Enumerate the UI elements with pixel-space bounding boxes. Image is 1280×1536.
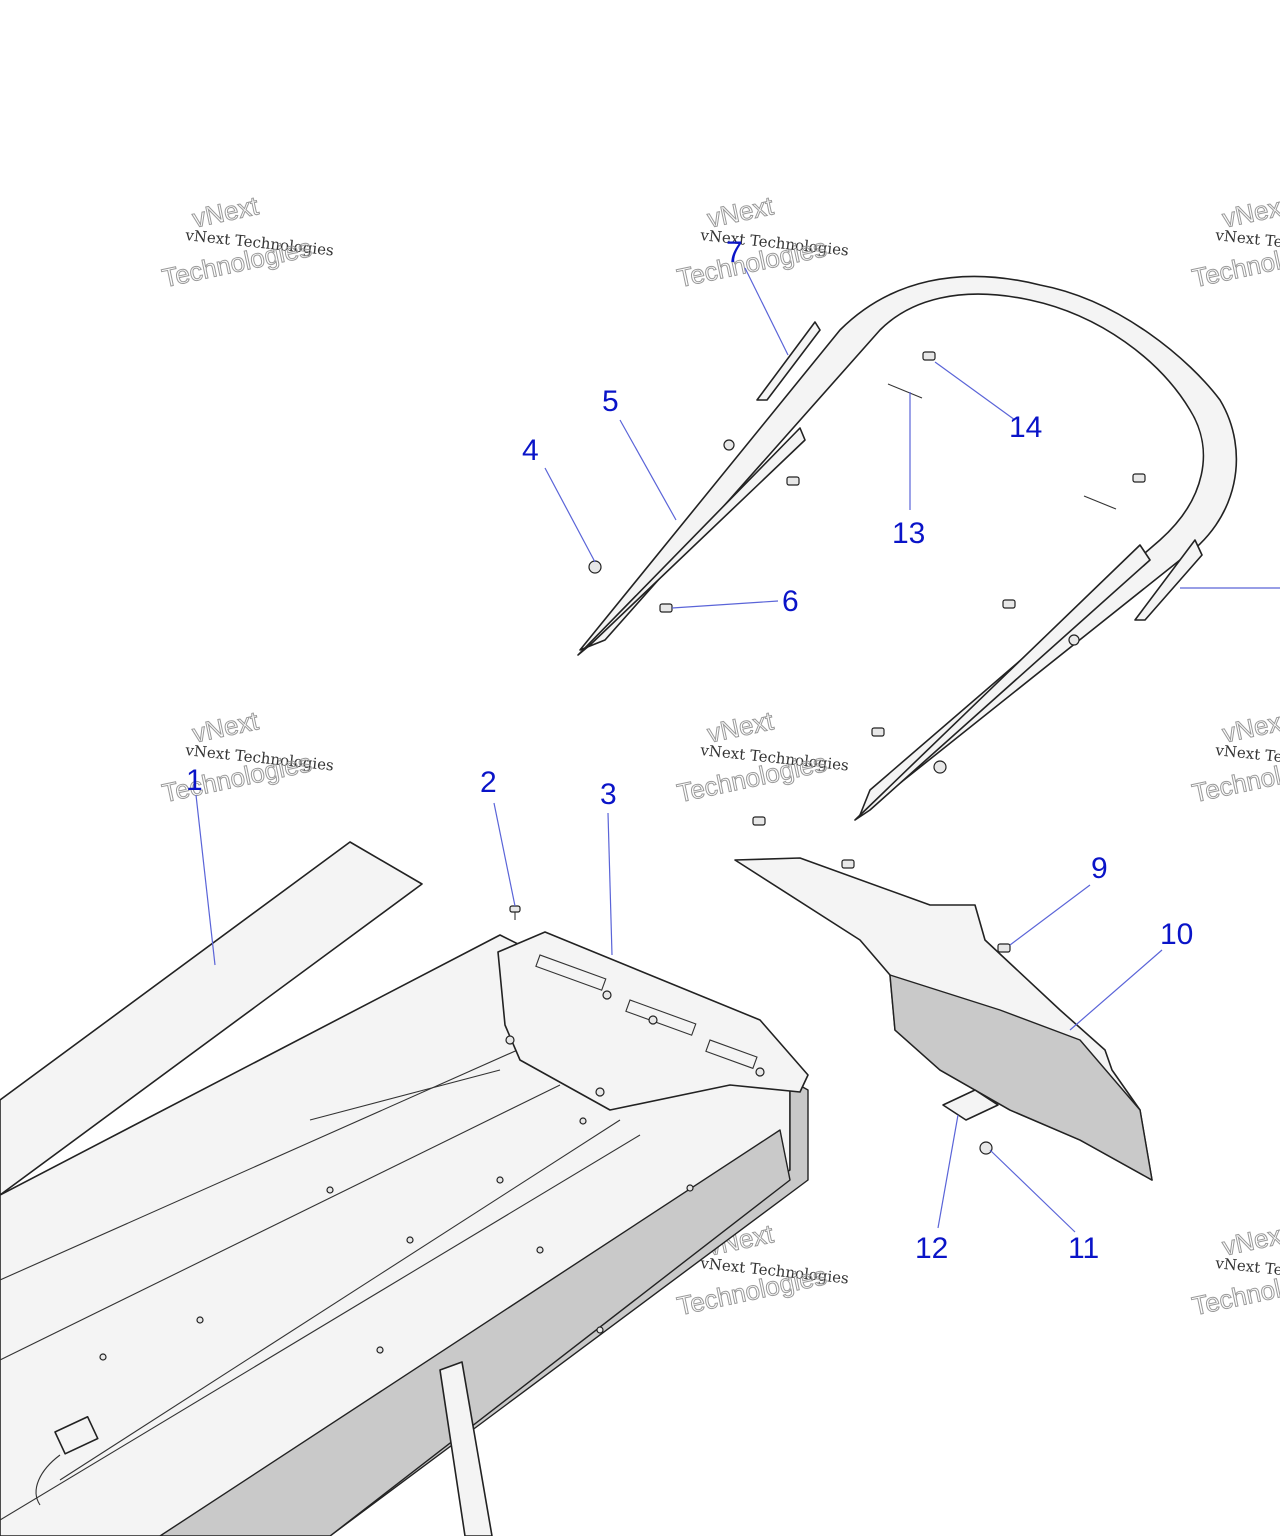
part-2-bolt — [509, 905, 521, 920]
callout-4: 4 — [522, 434, 539, 467]
part-1-decal — [0, 841, 423, 1196]
part-12-plate — [942, 1089, 999, 1121]
bolt — [786, 476, 800, 486]
callout-11: 11 — [1068, 1232, 1099, 1265]
callouts: 1 2 3 4 5 6 7 9 10 11 12 13 14 — [186, 236, 1193, 1265]
bolt — [1132, 473, 1146, 483]
part-9-bolt — [997, 943, 1011, 953]
watermark-9: vNext vNext Technologies Technologies — [1189, 1218, 1280, 1322]
fasteners — [588, 351, 1146, 1155]
callout-13: 13 — [892, 517, 925, 550]
callout-9: 9 — [1091, 852, 1108, 885]
callout-2: 2 — [480, 766, 497, 799]
nut — [723, 439, 735, 451]
callout-3: 3 — [600, 778, 617, 811]
rear-bumper-loop — [577, 275, 1280, 821]
watermark-3: vNext vNext Technologies Technologies — [1189, 190, 1280, 294]
callout-6: 6 — [782, 585, 799, 618]
part-14-bolt — [922, 351, 936, 361]
part-6-bolt — [659, 603, 673, 613]
bolt — [752, 816, 766, 826]
bolt — [871, 727, 885, 737]
pin — [1083, 495, 1117, 510]
watermark-2: vNext vNext Technologies Technologies — [674, 190, 850, 294]
watermark-1: vNext vNext Technologies Technologies — [159, 190, 335, 294]
part-10-snowflap — [734, 857, 1153, 1181]
part-13-pin — [887, 383, 923, 399]
part-4-nut — [588, 560, 602, 574]
callout-7: 7 — [726, 236, 743, 269]
nut — [1068, 634, 1080, 646]
callout-1: 1 — [186, 764, 203, 797]
callout-12: 12 — [915, 1232, 948, 1265]
callout-14: 14 — [1009, 411, 1042, 444]
leader-lines — [195, 267, 1163, 1233]
callout-10: 10 — [1160, 918, 1193, 951]
watermark-6: vNext vNext Technologies Technologies — [1189, 705, 1280, 809]
callout-5: 5 — [602, 385, 619, 418]
bolt — [841, 859, 855, 869]
part-11-washer — [979, 1141, 993, 1155]
bolt — [1002, 599, 1016, 609]
watermark-5: vNext vNext Technologies Technologies — [674, 705, 850, 809]
tunnel-chassis — [0, 931, 809, 1536]
nut — [933, 760, 947, 774]
